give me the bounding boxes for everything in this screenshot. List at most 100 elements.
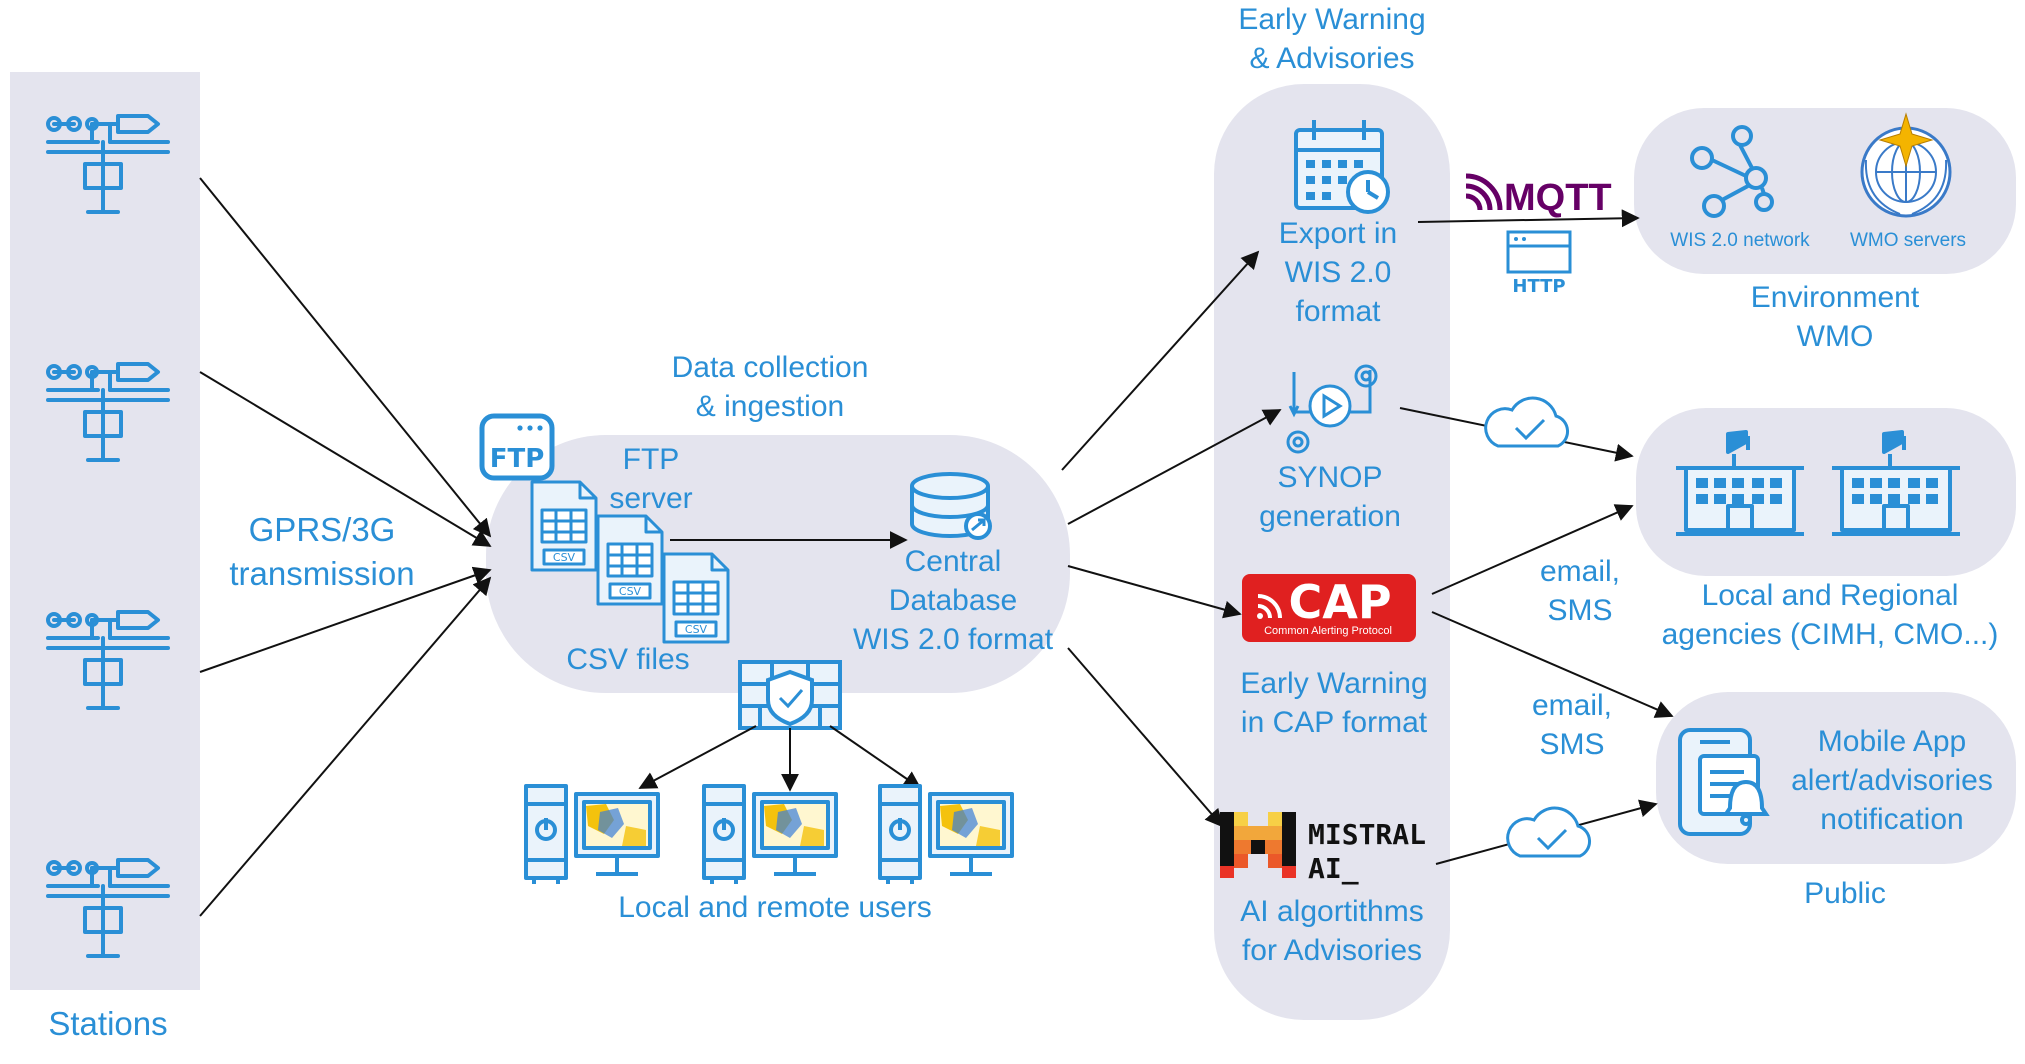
early-warning-title: Early Warning & Advisories <box>1206 0 1458 78</box>
cloud-check-icon <box>1506 806 1591 858</box>
central-database-label: Central Database WIS 2.0 format <box>828 542 1078 659</box>
early-warning-title-line1: Early Warning <box>1238 3 1426 36</box>
database-icon <box>910 472 992 540</box>
email-sms-line2: SMS <box>1547 594 1613 627</box>
arrow-cap-to-public <box>1431 611 1674 718</box>
arrow-db-to-synop <box>1067 409 1282 525</box>
cap-format-label: Early Warning in CAP format <box>1216 664 1452 742</box>
mobile-app-label: Mobile App alert/advisories notification <box>1770 722 2014 839</box>
ftp-server-label-line2: server <box>609 482 693 515</box>
email-sms-line2: SMS <box>1539 728 1605 761</box>
mobile-app-line1: Mobile App <box>1817 725 1967 758</box>
wmo-servers-label: WMO servers <box>1849 230 1967 251</box>
central-database-line2: Database <box>888 584 1018 617</box>
agencies-label: Local and Regional agencies (CIMH, CMO..… <box>1640 576 2020 654</box>
stations-label: Stations <box>48 1005 168 1042</box>
computer-icon <box>878 784 1014 886</box>
mistral-logo-line1: MISTRAL <box>1308 818 1426 851</box>
ftp-icon-text: FTP <box>490 444 545 474</box>
synop-label-line2: generation <box>1259 500 1401 533</box>
data-collection-title-line2: & ingestion <box>695 390 845 423</box>
environment-wmo-line1: Environment <box>1750 281 1920 314</box>
cap-format-line2: in CAP format <box>1240 706 1428 739</box>
cap-format-line1: Early Warning <box>1240 667 1428 700</box>
ai-advisories-line1: AI algortithms <box>1240 895 1424 928</box>
synop-label-line1: SYNOP <box>1277 461 1383 494</box>
environment-wmo-line2: WMO <box>1796 320 1874 353</box>
csv-tag: CSV <box>553 551 576 564</box>
export-wis-line1: Export in <box>1278 217 1398 250</box>
mqtt-logo: MQTT <box>1465 173 1612 219</box>
csv-files-label: CSV files <box>566 643 690 676</box>
stations-panel <box>10 72 200 990</box>
weather-station-icon <box>46 362 170 462</box>
arrow-firewall-user-3 <box>829 725 922 790</box>
weather-station-icon <box>46 610 170 710</box>
cap-logo-text: CAP <box>1288 575 1391 629</box>
agencies-label-line2: agencies (CIMH, CMO...) <box>1661 618 1999 651</box>
synop-label: SYNOP generation <box>1240 458 1420 536</box>
agencies-label-line1: Local and Regional <box>1701 579 1959 612</box>
synop-play-gear-icon <box>1286 364 1378 454</box>
firewall-icon <box>738 660 842 730</box>
arrow-station-3 <box>199 566 492 673</box>
email-sms-label: email, SMS <box>1520 552 1640 630</box>
arrow-db-to-cap <box>1067 565 1242 619</box>
arrow-db-to-ai <box>1067 647 1224 828</box>
export-wis-line2: WIS 2.0 <box>1284 256 1392 289</box>
ai-advisories-label: AI algortithms for Advisories <box>1214 892 1450 970</box>
weather-station-icon <box>46 114 170 214</box>
early-warning-title-line2: & Advisories <box>1249 42 1415 75</box>
ftp-icon: FTP <box>479 413 555 481</box>
wmo-emblem-icon <box>1860 112 1952 218</box>
public-label: Public <box>1804 877 1886 910</box>
wis-network-label: WIS 2.0 network <box>1670 230 1810 251</box>
arrow-station-2 <box>199 371 492 547</box>
ftp-server-label: FTP server <box>596 440 706 518</box>
mqtt-logo-text: MQTT <box>1504 177 1612 219</box>
transmission-label: GPRS/3G transmission <box>200 508 444 596</box>
data-collection-title-line1: Data collection <box>671 351 869 384</box>
ftp-server-label-line1: FTP <box>622 443 680 476</box>
cloud-check-icon <box>1484 396 1569 448</box>
environment-wmo-panel <box>1634 108 2016 274</box>
http-icon: HTTP <box>1506 230 1572 297</box>
cap-logo-subtitle: Common Alerting Protocol <box>1264 625 1392 637</box>
email-sms-label: email, SMS <box>1512 686 1632 764</box>
arrow-station-4 <box>199 576 492 917</box>
cap-logo: CAP Common Alerting Protocol <box>1242 574 1416 642</box>
mistral-ai-logo: MISTRAL AI_ <box>1220 812 1426 885</box>
weather-station-icon <box>46 858 170 958</box>
mobile-app-line3: notification <box>1820 803 1964 836</box>
transmission-label-line2: transmission <box>229 555 415 592</box>
email-sms-line1: email, <box>1539 555 1621 588</box>
arrow-export-to-wmo <box>1417 209 1640 228</box>
ai-advisories-line2: for Advisories <box>1241 934 1423 967</box>
transmission-label-line1: GPRS/3G <box>248 511 396 548</box>
csv-tag: CSV <box>685 623 708 636</box>
central-database-line3: WIS 2.0 format <box>852 623 1054 656</box>
network-graph-icon <box>1690 125 1774 218</box>
mistral-logo-line2: AI_ <box>1308 852 1359 885</box>
data-collection-title: Data collection & ingestion <box>640 348 900 426</box>
export-wis-line3: format <box>1295 295 1381 328</box>
central-database-line1: Central <box>904 545 1002 578</box>
computer-icon <box>702 784 838 886</box>
calendar-clock-icon <box>1294 120 1390 214</box>
http-icon-text: HTTP <box>1512 276 1565 297</box>
arrow-station-1 <box>199 177 492 538</box>
arrow-cap-to-agencies <box>1431 504 1634 595</box>
email-sms-line1: email, <box>1531 689 1613 722</box>
arrow-db-to-export <box>1061 250 1260 471</box>
government-building-icon <box>1674 430 1806 536</box>
csv-tag: CSV <box>619 585 642 598</box>
arrow-firewall-user-1 <box>638 725 757 789</box>
users-label: Local and remote users <box>618 891 932 924</box>
export-wis-label: Export in WIS 2.0 format <box>1240 214 1436 331</box>
environment-wmo-label: Environment WMO <box>1720 278 1950 356</box>
early-warning-panel <box>1214 84 1450 1020</box>
computer-icon <box>524 784 660 886</box>
mobile-notification-icon <box>1678 728 1770 836</box>
mobile-app-line2: alert/advisories <box>1791 764 1993 797</box>
